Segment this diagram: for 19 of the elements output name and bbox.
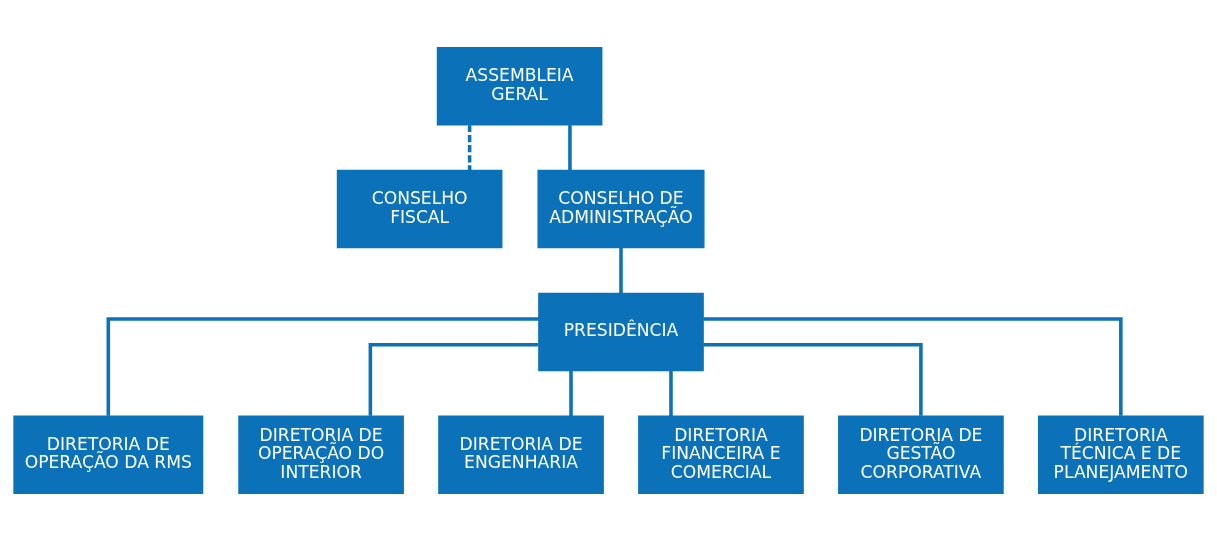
connector (669, 370, 673, 416)
node-box: ASSEMBLEIA GERAL (436, 46, 603, 126)
node-box: DIRETORIA TÉCNICA E DE PLANEJAMENTO (1038, 414, 1204, 494)
connector (568, 124, 572, 170)
connector (703, 342, 923, 416)
node-box: CONSELHO DE ADMINISTRAÇÃO (537, 169, 705, 248)
node-box: PRESIDÊNCIA (538, 292, 704, 371)
connector (703, 316, 1123, 416)
node-box: DIRETORIA DE GESTÃO CORPORATIVA (838, 414, 1004, 494)
node-box: DIRETORIA DE OPERAÇÃO DO INTERIOR (238, 414, 404, 494)
node-box: DIRETORIA DE ENGENHARIA (438, 414, 604, 494)
node-box: CONSELHO FISCAL (336, 169, 503, 248)
connector (619, 247, 623, 293)
connector (106, 316, 539, 416)
node-box: DIRETORIA DE OPERAÇÃO DA RMS (13, 414, 204, 494)
node-box: DIRETORIA FINANCEIRA E COMERCIAL (638, 414, 804, 494)
connector (467, 124, 472, 170)
connector (368, 342, 539, 416)
connector (569, 370, 573, 416)
